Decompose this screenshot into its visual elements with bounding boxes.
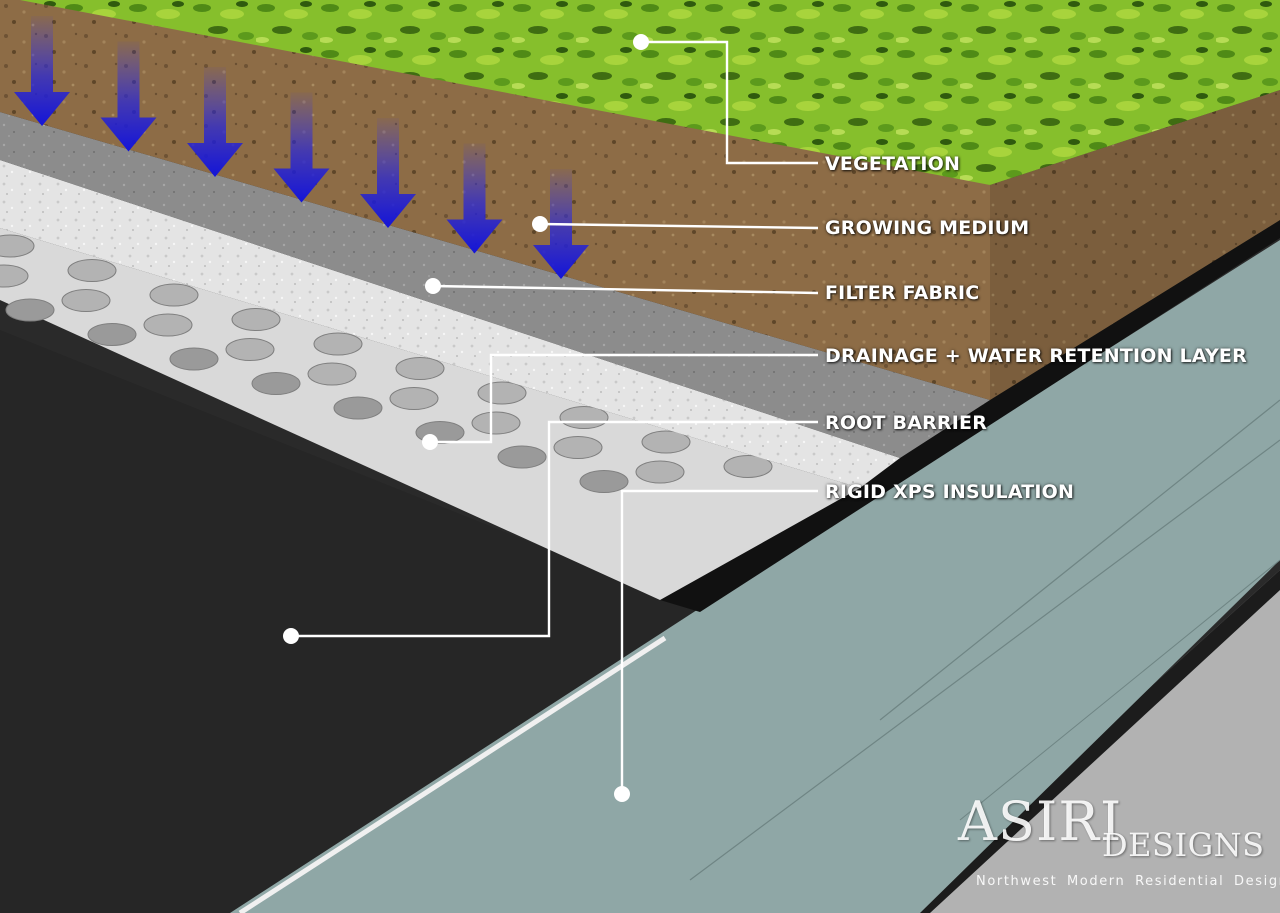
drainage-cup — [0, 264, 29, 288]
drainage-cup — [225, 338, 275, 361]
drainage-cups — [0, 234, 773, 493]
drainage-cup — [251, 372, 301, 395]
growing-medium-side — [990, 90, 1280, 400]
drainage-cup — [553, 436, 603, 459]
drainage-cup — [333, 396, 383, 420]
drainage-cup — [231, 308, 281, 331]
drainage-cup — [149, 283, 199, 307]
drainage-cup — [67, 259, 117, 282]
drainage-cup — [723, 455, 773, 478]
rain-arrow — [14, 16, 70, 126]
callout-line-filter-fabric — [432, 284, 819, 295]
drainage-layer — [0, 228, 860, 600]
rain-arrow — [360, 118, 416, 228]
callout-line-insulation — [620, 489, 818, 794]
insulation-edge-highlight — [238, 635, 667, 913]
drainage-cup — [389, 387, 439, 410]
drainage-cup — [559, 406, 609, 429]
drainage-cup — [477, 381, 527, 405]
callout-lines — [291, 40, 819, 794]
callout-line-drainage — [430, 353, 818, 444]
drainage-cup — [5, 298, 55, 322]
label-vegetation: VEGETATION — [825, 153, 961, 175]
growing-medium-front — [0, 0, 990, 400]
drainage-cup — [497, 445, 547, 469]
callout-dots — [283, 34, 649, 802]
drainage-cup — [313, 332, 363, 356]
callout-line-root-barrier — [291, 420, 818, 638]
drainage-cup — [0, 234, 35, 258]
callout-line-vegetation — [641, 40, 818, 165]
drainage-cup — [307, 362, 357, 386]
drainage-cup — [87, 323, 137, 346]
drainage-cup — [471, 411, 521, 435]
label-filter-fabric: FILTER FABRIC — [825, 282, 980, 304]
rain-arrow — [100, 41, 157, 152]
vegetation-layer — [20, 0, 1280, 185]
retention-fabric — [0, 160, 900, 488]
rain-arrow — [187, 67, 243, 177]
filter-fabric-layer — [0, 112, 990, 458]
drainage-cup — [143, 313, 193, 337]
drainage-cup — [635, 460, 685, 484]
brand-tagline: Northwest Modern Residential Design — [976, 874, 1280, 889]
label-growing-medium: GROWING MEDIUM — [825, 217, 1030, 239]
brand-logo-sub: DESIGNS — [1102, 826, 1265, 864]
drainage-cup — [61, 289, 111, 312]
label-drainage: DRAINAGE + WATER RETENTION LAYER — [825, 345, 1247, 367]
drainage-cup — [641, 430, 691, 454]
label-root-barrier: ROOT BARRIER — [825, 412, 988, 434]
drainage-cup — [395, 357, 445, 380]
root-barrier-layer — [0, 330, 700, 913]
callout-line-growing-medium — [539, 222, 819, 230]
rain-arrow — [446, 143, 503, 254]
drainage-cup — [579, 470, 629, 493]
label-insulation: RIGID XPS INSULATION — [825, 481, 1075, 503]
rain-arrow — [273, 92, 330, 203]
brand-logo-name: ASIRI — [958, 790, 1123, 853]
drainage-cup — [169, 347, 219, 371]
